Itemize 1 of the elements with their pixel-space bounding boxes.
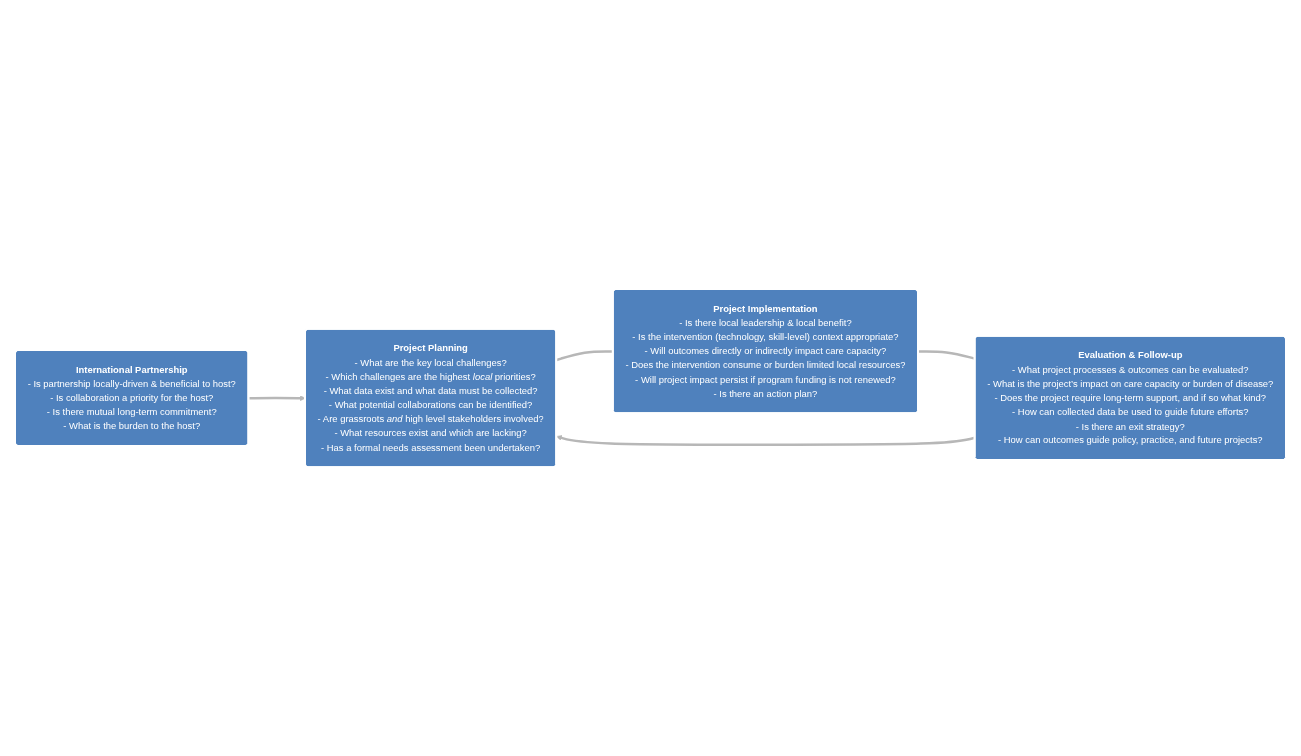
arrow	[248, 395, 306, 401]
